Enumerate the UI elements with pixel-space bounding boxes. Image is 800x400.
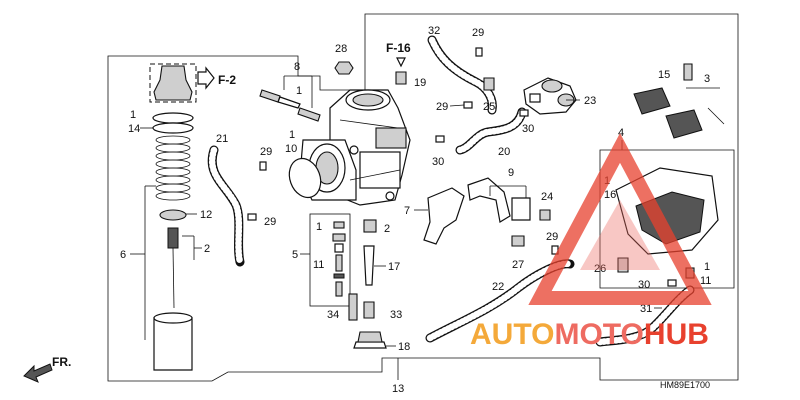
callout-8: 8 [294, 61, 300, 73]
ref-f16: F-16 [386, 41, 411, 55]
callout-20: 20 [498, 146, 510, 158]
float-3b [665, 109, 703, 139]
clip-29c [475, 47, 483, 57]
callout-24: 24 [541, 191, 553, 203]
clip-30c [667, 279, 677, 287]
throttle-valve-top [153, 312, 193, 324]
f2-arrow [197, 66, 215, 90]
throttle-valve [153, 317, 193, 371]
spring-seat [159, 209, 187, 221]
callout-12: 12 [200, 209, 212, 221]
screw-25 [483, 77, 495, 91]
callout-30c: 30 [638, 279, 650, 291]
jet-needle-clip [167, 227, 179, 249]
callout-14: 14 [128, 123, 140, 135]
screw-15 [683, 63, 693, 81]
callout-31: 31 [640, 303, 652, 315]
callout-21: 21 [216, 133, 228, 145]
watermark-part-hub: HUB [644, 318, 709, 351]
callout-33: 33 [390, 309, 402, 321]
screw-27 [511, 235, 525, 247]
callout-1a: 1 [130, 109, 136, 121]
clip-29b [247, 213, 257, 221]
clip-29a [259, 161, 267, 171]
drawing-code: HM89E1700 [660, 380, 710, 390]
callout-11a: 11 [313, 259, 324, 271]
gasket-ring-top [152, 112, 194, 124]
ref-f2: F-2 [218, 73, 236, 87]
callout-10: 10 [285, 143, 297, 155]
callout-1d: 1 [316, 221, 322, 233]
callout-17: 17 [388, 261, 400, 273]
callout-18: 18 [398, 341, 410, 353]
jet-needle [172, 247, 175, 309]
screw-26 [617, 257, 629, 273]
throttle-spring [155, 135, 191, 201]
callout-6: 6 [120, 249, 126, 261]
callout-27: 27 [512, 259, 524, 271]
nut-28 [334, 61, 354, 75]
float-3a [633, 87, 671, 115]
callout-13: 13 [392, 383, 404, 395]
callout-22: 22 [492, 281, 504, 293]
callout-7: 7 [404, 205, 410, 217]
pilot-screw-set [259, 89, 321, 122]
callout-23: 23 [584, 95, 596, 107]
callout-29b: 29 [264, 216, 276, 228]
callout-26: 26 [594, 263, 606, 275]
air-cut-valve-23 [523, 77, 577, 115]
front-direction-arrow [23, 363, 53, 383]
callout-29a: 29 [260, 146, 272, 158]
float-bowl-plug-18 [353, 341, 387, 349]
watermark-part-moto: MOTO [554, 318, 643, 351]
bolt-19 [395, 71, 407, 85]
callout-19: 19 [414, 77, 426, 89]
callout-1c: 1 [289, 129, 295, 141]
needle-jet-17 [363, 245, 375, 286]
callout-28: 28 [335, 43, 347, 55]
screw-24 [539, 209, 551, 221]
callout-34: 34 [327, 309, 339, 321]
clamp-9b [511, 197, 531, 221]
o-ring-10 [288, 157, 322, 199]
jet-set [332, 221, 346, 297]
callout-1f: 1 [704, 261, 710, 273]
clip-30a [519, 109, 529, 117]
part-34 [348, 293, 358, 321]
main-jet-33 [363, 301, 375, 319]
clip-30b [435, 135, 445, 143]
callout-29d: 29 [436, 101, 448, 113]
assembly-boundary [107, 13, 739, 382]
callout-4: 4 [618, 127, 624, 139]
callout-25: 25 [483, 101, 495, 113]
callout-32: 32 [428, 25, 440, 37]
direction-label: FR. [52, 355, 71, 369]
callout-2a: 2 [204, 243, 210, 255]
callout-9: 9 [508, 167, 514, 179]
part-2-collar [363, 219, 377, 233]
choke-lever-7 [423, 187, 465, 245]
callout-5: 5 [292, 249, 298, 261]
callout-1b: 1 [296, 85, 302, 97]
carb-top-cap [153, 65, 193, 101]
clip-29d [463, 101, 473, 109]
callout-29e: 29 [546, 231, 558, 243]
float-pin [707, 107, 725, 125]
callout-29c: 29 [472, 27, 484, 39]
watermark-part-auto: AUTO [470, 318, 554, 351]
callout-30a: 30 [522, 123, 534, 135]
bracket-9 [467, 177, 511, 223]
cap-dashed-outline [149, 63, 197, 103]
callout-11b: 11 [700, 275, 711, 287]
callout-16: 16 [604, 189, 616, 201]
watermark-logo [528, 133, 712, 305]
watermark-auto: AUTOMOTOHUB [470, 318, 709, 351]
gasket-ring-2 [152, 122, 194, 134]
callout-30b: 30 [432, 156, 444, 168]
f16-arrow [396, 57, 406, 68]
callout-2b: 2 [384, 223, 390, 235]
callout-15: 15 [658, 69, 670, 81]
callout-3: 3 [704, 73, 710, 85]
